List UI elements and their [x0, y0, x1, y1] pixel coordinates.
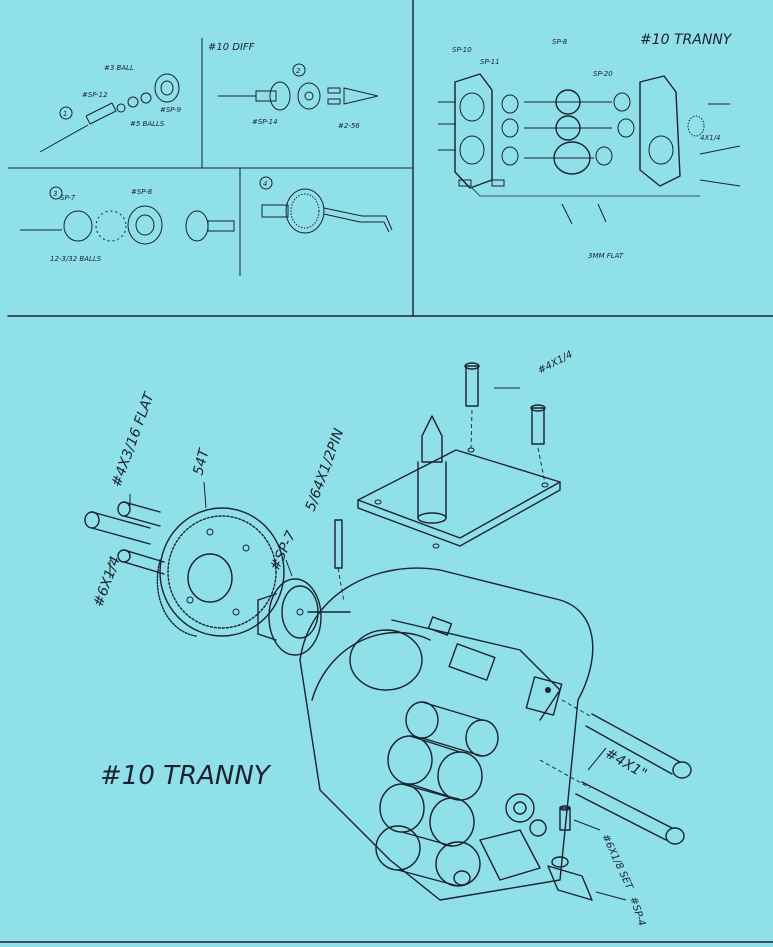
step-3-callout-sp8: #SP-8	[131, 188, 153, 196]
spur-gear-teeth	[156, 559, 197, 637]
case-half-left	[454, 73, 493, 189]
tr-spur-gear	[687, 115, 705, 137]
tr-bearing	[501, 94, 519, 114]
step-2-bolt	[343, 87, 379, 105]
step-3-bearing	[127, 205, 163, 245]
step-1-shaft	[85, 102, 117, 125]
output-bearing	[505, 793, 535, 823]
step-2-diagram: #10 DIFF 2 #SP-14 #2-56	[208, 42, 379, 130]
callout-sp20: SP-20	[593, 70, 613, 78]
screw-top-right	[531, 407, 545, 445]
callout-sp8: SP-8	[552, 38, 568, 46]
step-2-hub	[269, 81, 291, 111]
case-bore	[349, 629, 423, 691]
step-1-callout-balls: #5 BALLS	[130, 120, 165, 128]
step-4-number-circle	[259, 176, 273, 190]
step-1-diff-gear	[154, 73, 180, 103]
step-4-number: 4	[263, 180, 267, 188]
callout-flat-screws: #4X3/16 FLAT	[109, 389, 158, 489]
step-1-ball-ring	[140, 92, 152, 104]
step-3-hub	[63, 210, 93, 242]
step-3-callout-balls: 12-3/32 BALLS	[50, 255, 102, 263]
case-half-right	[639, 75, 681, 187]
top-plate	[357, 449, 561, 539]
step-3-ball-ring	[95, 210, 127, 242]
step-4-hex-key	[323, 207, 393, 231]
step-2-callout-sp14: #SP-14	[252, 118, 278, 126]
step-1-diagram: 1 #3 BALL #SP-12 #5 BALLS #SP-9	[39, 64, 182, 153]
step-3-number: 3	[53, 190, 57, 198]
step-2-shaft	[255, 90, 277, 102]
step-4-diagram: 4	[259, 176, 393, 234]
step-2-number-circle	[292, 63, 306, 77]
callout-sp10: SP-10	[452, 46, 472, 54]
step-2-callout-256: #2-56	[338, 122, 360, 130]
callout-pin: 5/64X1/2PIN	[303, 426, 348, 513]
diff-title: #10 DIFF	[208, 42, 255, 53]
step-3-drive-hub	[185, 210, 209, 242]
output-sleeve	[547, 865, 593, 901]
step-4-shaft	[261, 204, 289, 218]
top-right-tranny-diagram: #10 TRANNY SP-10 SP-11 SP-8 SP-20 3MM FL…	[438, 32, 741, 260]
step-3-number-circle	[49, 186, 63, 200]
step-1-callout-sp9: #SP-9	[160, 106, 182, 114]
callout-sp11: SP-11	[480, 58, 500, 66]
callout-screw-top: #4X1/4	[536, 349, 574, 376]
callout-side-screw: #6X1/4	[91, 554, 124, 609]
pin	[334, 519, 343, 569]
callout-set-screw: #6X1/8 SET	[599, 833, 635, 893]
screw-top-left	[465, 365, 479, 407]
tr-flat-screws	[561, 203, 607, 225]
step-3-callout-sp7: SP-7	[60, 194, 76, 202]
step-2-number: 2	[296, 67, 301, 75]
step-4-gear	[285, 188, 325, 234]
step-1-arrow	[39, 124, 89, 153]
gear-stack	[375, 701, 547, 887]
top-right-title: #10 TRANNY	[640, 32, 733, 48]
flat-screws	[84, 501, 165, 575]
case-block	[448, 643, 496, 681]
step-3-diagram: 3 SP-7 #SP-8 12-3/32 BALLS	[20, 186, 235, 263]
step-1-washer	[116, 103, 126, 113]
callout-3mm-flat: 3MM FLAT	[588, 252, 624, 260]
step-1-bearing	[127, 96, 139, 108]
main-case-outline	[299, 567, 594, 901]
top-plate-post	[417, 461, 447, 519]
step-1-callout-ball: #3 BALL	[104, 64, 134, 72]
callout-long-screw: #4X1"	[602, 746, 649, 783]
spur-gear	[159, 507, 285, 637]
spur-hub	[268, 578, 322, 656]
main-title: #10 TRANNY	[100, 761, 272, 791]
step-2-spider	[297, 82, 321, 110]
step-1-callout-sp12: #SP-12	[82, 91, 108, 99]
step-1-number-circle	[59, 106, 73, 120]
callout-gear-teeth: 54T	[190, 446, 213, 477]
long-screw-upper	[585, 713, 681, 775]
long-screw-lower	[575, 781, 673, 841]
callout-4x14: 4X1/4	[700, 134, 721, 142]
set-screw	[559, 807, 571, 831]
main-tranny-diagram: #4X1/4	[84, 349, 692, 928]
step-1-number: 1	[63, 110, 67, 118]
callout-sp4: #SP-4	[627, 896, 647, 928]
